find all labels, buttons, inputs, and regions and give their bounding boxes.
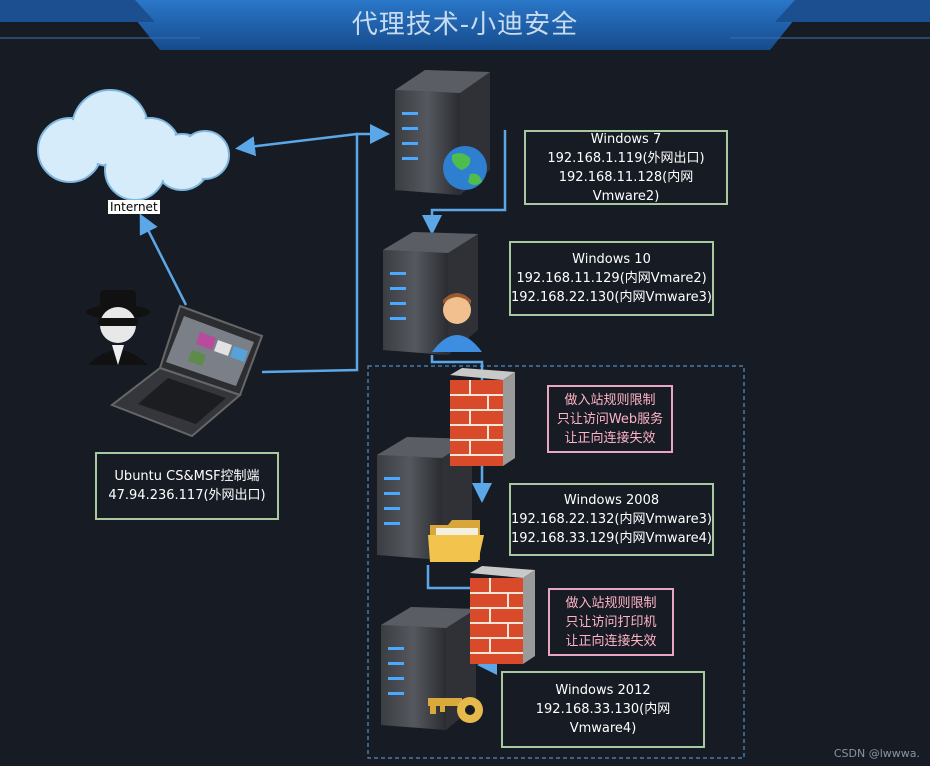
win10-name: Windows 10 — [572, 252, 651, 267]
printer-rule-l2: 只让访问打印机 — [565, 614, 657, 630]
win10-box: Windows 10 192.168.11.129(内网Vmare2) 192.… — [509, 241, 714, 316]
attacker-ip1: 47.94.236.117(外网出口) — [108, 488, 266, 503]
win2008-ip1: 192.168.22.132(内网Vmware3) — [511, 512, 713, 527]
win7-box: Windows 7 192.168.1.119(外网出口) 192.168.11… — [524, 130, 728, 205]
link-attacker-win7 — [261, 124, 390, 374]
attacker-name: Ubuntu CS&MSF控制端 — [114, 469, 260, 484]
banner-left-tab — [0, 0, 155, 22]
internet-label: Internet — [108, 200, 160, 214]
web-rule-l3: 让正向连接失效 — [564, 430, 656, 446]
win7-ip2: 192.168.11.128(内网Vmware2) — [558, 169, 694, 204]
link-win7-internet — [235, 132, 358, 157]
win10-ip1: 192.168.11.129(内网Vmare2) — [516, 271, 707, 286]
win2008-name: Windows 2008 — [563, 493, 660, 508]
web-rule-l2: 只让访问Web服务 — [556, 411, 664, 427]
win2008-box: Windows 2008 192.168.22.132(内网Vmware3) 1… — [509, 483, 714, 556]
win2008-ip2: 192.168.33.129(内网Vmware4) — [511, 531, 713, 546]
firewall-icon-1 — [450, 368, 515, 466]
printer-rule-box: 做入站规则限制 只让访问打印机 让正向连接失效 — [548, 588, 674, 656]
globe-icon — [443, 146, 487, 190]
intranet-zone — [367, 365, 745, 759]
win7-ip1: 192.168.1.119(外网出口) — [547, 150, 705, 166]
win2012-box: Windows 2012 192.168.33.130(内网Vmware4) — [501, 671, 705, 748]
title-banner — [120, 0, 810, 50]
win7-name: Windows 7 — [590, 131, 662, 147]
watermark: CSDN @lwwwa. — [833, 747, 920, 760]
win2012-ip1: 192.168.33.130(内网Vmware4) — [535, 702, 671, 736]
cloud-icon — [37, 89, 230, 201]
printer-rule-l3: 让正向连接失效 — [565, 633, 657, 649]
win10-ip2: 192.168.22.130(内网Vmware3) — [511, 290, 713, 305]
link-attacker-internet — [139, 213, 188, 306]
user-icon — [432, 293, 482, 352]
link-win7-win10 — [422, 130, 507, 235]
printer-rule-l1: 做入站规则限制 — [565, 595, 657, 611]
banner-right-tab — [775, 0, 930, 22]
web-rule-box: 做入站规则限制 只让访问Web服务 让正向连接失效 — [547, 385, 673, 453]
page-title: 代理技术-小迪安全 — [351, 10, 579, 40]
attacker-box: Ubuntu CS&MSF控制端 47.94.236.117(外网出口) — [95, 452, 279, 520]
server-win10 — [383, 232, 478, 355]
laptop-icon — [109, 304, 264, 438]
win2012-name: Windows 2012 — [555, 683, 651, 698]
firewall-icon-2 — [470, 566, 535, 664]
hacker-icon — [86, 290, 150, 365]
web-rule-l1: 做入站规则限制 — [564, 392, 656, 408]
folder-icon — [428, 520, 484, 562]
key-icon — [428, 697, 483, 723]
